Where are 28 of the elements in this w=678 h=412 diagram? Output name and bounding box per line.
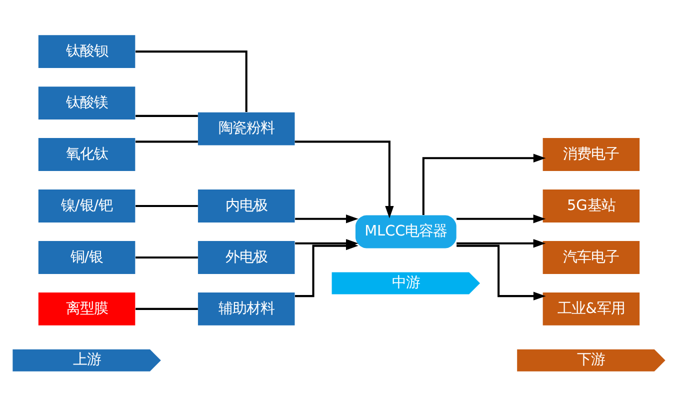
- arrow: [456, 214, 546, 224]
- node-box: 氧化钛: [38, 138, 136, 171]
- connector: [136, 256, 198, 258]
- node-box: 辅助材料: [198, 292, 295, 326]
- node-box: 外电极: [198, 241, 295, 274]
- connector: [136, 204, 198, 208]
- node-box: 陶瓷粉料: [198, 112, 295, 146]
- connector: [136, 50, 248, 112]
- arrow: [422, 154, 546, 216]
- node-box: 离型膜: [38, 292, 136, 326]
- arrow: [456, 239, 546, 248]
- node-box: 镍/银/钯: [38, 190, 136, 222]
- connector: [136, 114, 198, 117]
- arrow: [295, 214, 358, 224]
- node-box: 工业&军用: [542, 292, 640, 326]
- arrow: [456, 244, 546, 300]
- arrow: [294, 241, 358, 298]
- node-box: 铜/银: [38, 241, 136, 274]
- node-box: 内电极: [198, 190, 295, 222]
- node-box: MLCC电容器: [355, 215, 456, 248]
- node-box: 消费电子: [542, 138, 640, 171]
- connector: [136, 140, 198, 143]
- node-box: 5G基站: [542, 190, 640, 222]
- node-box: 钛酸钡: [38, 35, 136, 68]
- connector: [136, 308, 198, 310]
- arrow: [294, 140, 394, 218]
- node-box: 汽车电子: [542, 241, 640, 274]
- node-box: 钛酸镁: [38, 86, 136, 120]
